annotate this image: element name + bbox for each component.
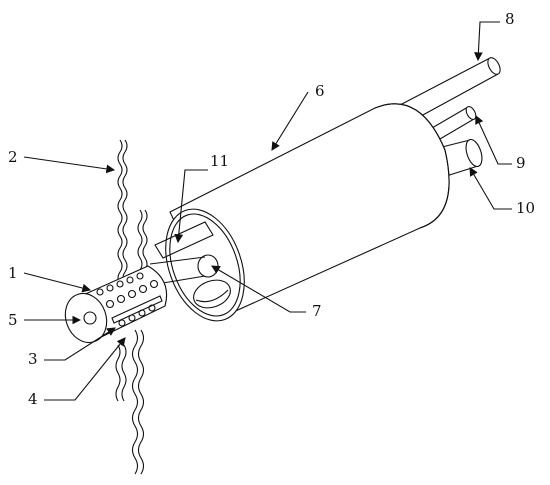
- label-11: 11: [210, 152, 229, 170]
- label-8-group: 8: [474, 10, 515, 62]
- chain-lower-left: [115, 344, 127, 402]
- cylinder-housing-6: [154, 103, 450, 322]
- holes-mid-row: [105, 279, 159, 309]
- label-10: 10: [516, 199, 535, 217]
- chain-lower-right: [131, 329, 145, 475]
- slot-4: [111, 295, 163, 324]
- label-3: 3: [28, 350, 38, 368]
- label-4-group: 4: [28, 337, 126, 408]
- label-7-group: 7: [211, 265, 322, 320]
- label-6: 6: [315, 82, 325, 100]
- center-hole-5: [83, 311, 97, 325]
- label-9-group: 9: [475, 115, 526, 172]
- chain-2: [117, 139, 128, 285]
- label-10-group: 10: [469, 167, 535, 217]
- shaft: [149, 256, 206, 285]
- label-5: 5: [8, 311, 18, 329]
- label-1: 1: [8, 264, 18, 282]
- holes-top-row: [96, 272, 144, 296]
- label-6-group: 6: [271, 82, 325, 151]
- label-5-group: 5: [8, 311, 82, 329]
- rod-8: [399, 57, 501, 123]
- label-2: 2: [8, 148, 18, 166]
- label-9: 9: [516, 154, 526, 172]
- holes-bottom-row: [118, 304, 156, 327]
- chain-upper-right: [137, 209, 148, 271]
- label-7: 7: [312, 302, 322, 320]
- label-1-group: 1: [8, 264, 92, 293]
- label-4: 4: [28, 390, 38, 408]
- label-11-group: 11: [174, 152, 229, 244]
- head-1: [64, 265, 168, 344]
- label-2-group: 2: [8, 148, 116, 174]
- label-3-group: 3: [28, 327, 116, 368]
- label-8: 8: [505, 10, 515, 28]
